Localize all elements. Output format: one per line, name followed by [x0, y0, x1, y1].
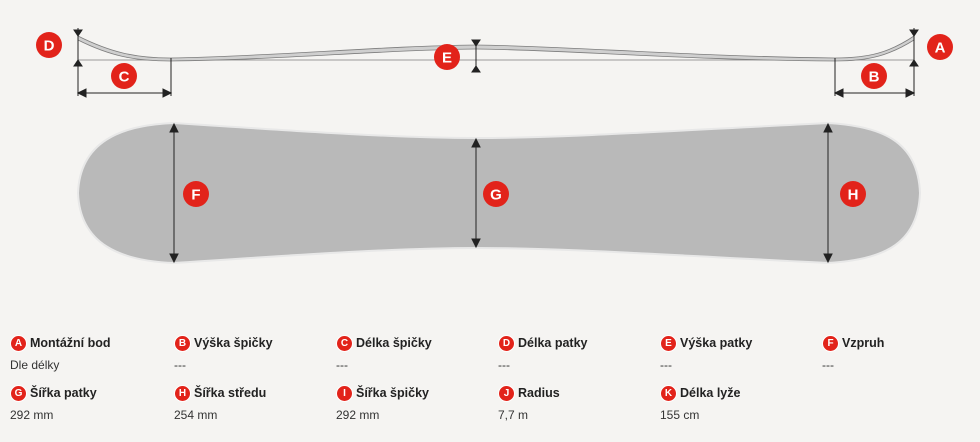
- side-profile: D A C B E: [36, 28, 953, 98]
- spec-badge: G: [10, 384, 27, 402]
- badge-g: G: [483, 181, 509, 207]
- spec-value: ---: [498, 358, 510, 372]
- waist-width-marker: [471, 137, 481, 249]
- spec-value: 155 cm: [660, 408, 700, 422]
- svg-text:G: G: [490, 187, 502, 204]
- spec-badge: C: [336, 334, 353, 352]
- badge-b: B: [861, 63, 887, 89]
- nose-height-marker: [909, 28, 919, 96]
- svg-text:H: H: [848, 187, 859, 204]
- badge-d: D: [36, 32, 62, 58]
- spec-value: ---: [336, 358, 348, 372]
- svg-text:A: A: [935, 40, 946, 57]
- spec-label: Délka patky: [518, 336, 588, 350]
- spec-label: Šířka středu: [194, 386, 267, 400]
- spec-label: Délka lyže: [680, 386, 741, 400]
- svg-text:C: C: [119, 69, 130, 86]
- spec-label: Výška patky: [680, 336, 753, 350]
- badge-c: C: [111, 63, 137, 89]
- svg-text:D: D: [44, 38, 55, 55]
- badge-e: E: [434, 44, 460, 70]
- spec-value: 254 mm: [174, 408, 218, 422]
- spec-badge: K: [660, 384, 677, 402]
- camber-height-marker: [471, 39, 481, 73]
- svg-text:B: B: [869, 69, 880, 86]
- spec-value: 292 mm: [10, 408, 54, 422]
- tail-height-marker: [73, 28, 83, 96]
- spec-value: 7,7 m: [498, 408, 529, 422]
- tail-length-marker: [76, 58, 173, 98]
- spec-badge: H: [174, 384, 191, 402]
- nose-length-marker: [833, 58, 916, 98]
- spec-badge: I: [336, 384, 353, 402]
- spec-label: Výška špičky: [194, 336, 273, 350]
- nose-width-marker: [823, 122, 833, 264]
- spec-badge: E: [660, 334, 677, 352]
- badge-a: A: [927, 34, 953, 60]
- spec-label: Šířka patky: [30, 386, 97, 400]
- spec-badge: J: [498, 384, 515, 402]
- board-diagram: D A C B E: [36, 28, 953, 265]
- spec-label: Délka špičky: [356, 336, 432, 350]
- tail-width-marker: [169, 122, 179, 264]
- badge-h: H: [840, 181, 866, 207]
- board-profile: [77, 35, 915, 62]
- spec-value: Dle délky: [10, 358, 60, 372]
- spec-value: ---: [822, 358, 834, 372]
- spec-value: ---: [660, 358, 672, 372]
- svg-text:F: F: [191, 187, 200, 204]
- spec-value: 292 mm: [336, 408, 380, 422]
- spec-badge: F: [822, 334, 839, 352]
- spec-label: Vzpruh: [842, 336, 885, 350]
- spec-badge: A: [10, 334, 27, 352]
- spec-badge: D: [498, 334, 515, 352]
- spec-value: ---: [174, 358, 186, 372]
- svg-text:E: E: [442, 50, 452, 67]
- spec-label: Šířka špičky: [356, 386, 429, 400]
- top-view: F G H: [76, 121, 922, 265]
- spec-label: Radius: [518, 386, 560, 400]
- spec-badge: B: [174, 334, 191, 352]
- spec-label: Montážní bod: [30, 336, 111, 350]
- badge-f: F: [183, 181, 209, 207]
